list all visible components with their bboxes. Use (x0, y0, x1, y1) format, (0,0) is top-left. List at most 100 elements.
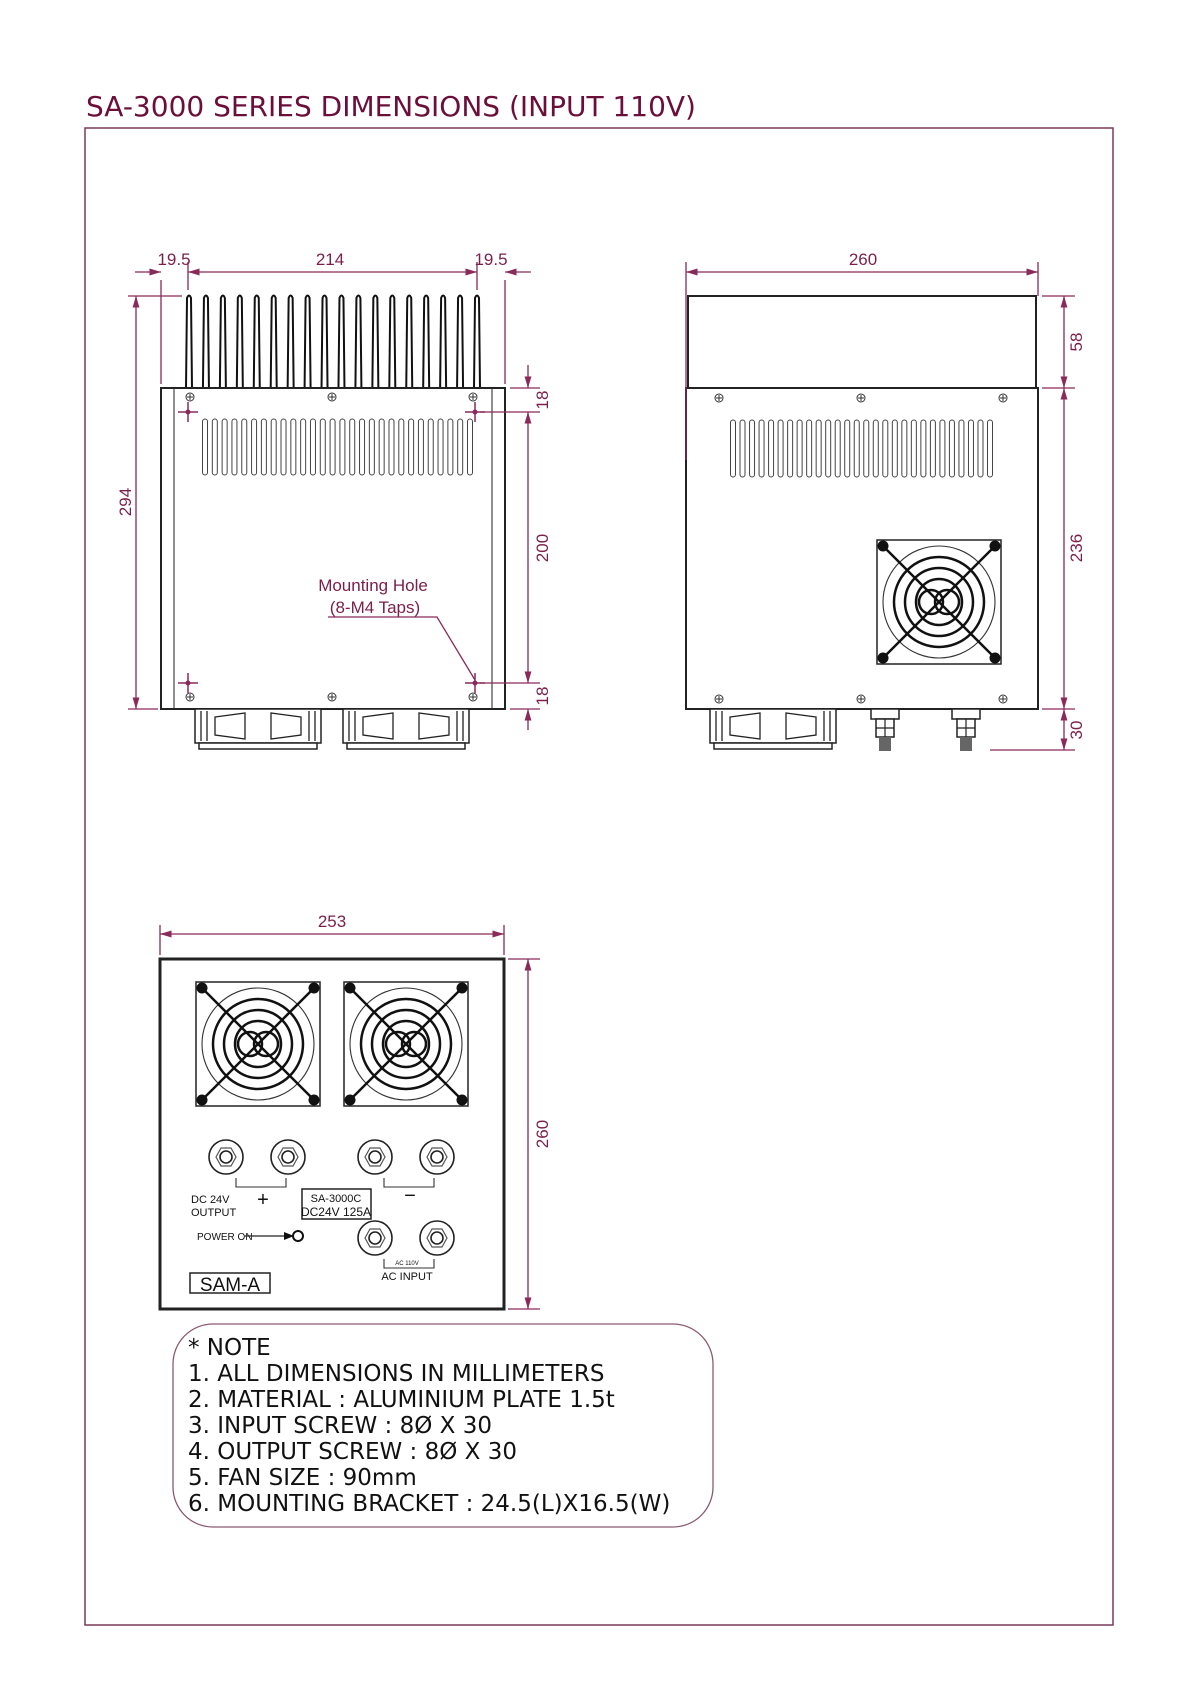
heatsink-fin (439, 294, 448, 389)
louver-slot (319, 418, 326, 476)
heatsink-fin (201, 294, 210, 389)
louver-slot (967, 419, 974, 478)
louver-slot (939, 419, 946, 478)
heatsink-fin (405, 294, 414, 389)
louver-slot (796, 419, 803, 478)
louver-slot (815, 419, 822, 478)
heatsink-fin (422, 294, 431, 389)
louver-slot (948, 419, 955, 478)
heatsink-fin (218, 294, 227, 389)
dim-bottom-offset: 18 (533, 687, 552, 706)
heatsink-fin (303, 294, 312, 389)
note-box: * NOTE 1. ALL DIMENSIONS IN MILLIMETERS … (172, 1323, 714, 1528)
louver-slot (853, 419, 860, 478)
side-view: 260 58 236 30 (685, 250, 1086, 752)
fan-grille-icon (194, 980, 322, 1108)
heatsink-fin (286, 294, 295, 389)
heatsink-block (687, 295, 1037, 389)
ac-input-label: AC INPUT (381, 1271, 433, 1283)
louver-slot (872, 419, 879, 478)
louver-slot (768, 419, 775, 478)
note-item: 1. ALL DIMENSIONS IN MILLIMETERS (188, 1361, 604, 1387)
power-led-icon (292, 1230, 304, 1242)
louver-slot (437, 418, 444, 476)
louver-slot (270, 418, 277, 476)
louver-slot (739, 419, 746, 478)
louver-slot (749, 419, 756, 478)
heatsink-fin (388, 294, 397, 389)
louver-slot (910, 419, 917, 478)
heatsink-fins (185, 294, 481, 389)
louver-slot (758, 419, 765, 478)
heatsink-fin (473, 294, 481, 389)
minus-label: − (404, 1185, 416, 1207)
louver-slot (806, 419, 813, 478)
louver-slot (300, 418, 307, 476)
dim-top-height: 58 (1067, 333, 1086, 352)
louver-slot (427, 418, 434, 476)
louver-slot (844, 419, 851, 478)
louver-slot (398, 418, 405, 476)
louver-slot (378, 418, 385, 476)
louver-slot (457, 418, 464, 476)
louver-slot (260, 418, 267, 476)
louver-slot (863, 419, 870, 478)
louver-slot (834, 419, 841, 478)
dim-front-height: 260 (533, 1120, 552, 1148)
louver-slot (388, 418, 395, 476)
vent-louvers (730, 419, 993, 478)
note-item: 2. MATERIAL : ALUMINIUM PLATE 1.5t (188, 1387, 615, 1413)
dim-hole-span: 200 (533, 534, 552, 562)
louver-slot (825, 419, 832, 478)
heatsink-fin (354, 294, 363, 389)
plus-label: + (257, 1189, 269, 1211)
louver-slot (987, 419, 993, 478)
note-item: 3. INPUT SCREW : 8Ø X 30 (188, 1413, 492, 1439)
louver-slot (368, 418, 375, 476)
dim-width: 214 (316, 250, 344, 269)
rating-label: DC24V 125A (301, 1205, 371, 1219)
heatsink-fin (371, 294, 380, 389)
power-on-label: POWER ON (197, 1232, 253, 1243)
heatsink-fin (185, 294, 193, 389)
note-item: 4. OUTPUT SCREW : 8Ø X 30 (188, 1439, 517, 1465)
note-heading: * NOTE (188, 1335, 271, 1361)
dim-body-height: 236 (1067, 534, 1086, 562)
louver-slot (309, 418, 316, 476)
page-title: SA-3000 SERIES DIMENSIONS (INPUT 110V) (86, 90, 696, 123)
dc-output-label-1: DC 24V (191, 1194, 230, 1206)
heatsink-fin (337, 294, 346, 389)
louver-slot (958, 419, 965, 478)
dc-output-label-2: OUTPUT (191, 1207, 237, 1219)
louver-slot (447, 418, 454, 476)
louver-slot (891, 419, 898, 478)
heatsink-fin (252, 294, 261, 389)
dim-bottom-height: 30 (1067, 721, 1086, 740)
louver-slot (339, 418, 346, 476)
louver-slot (202, 418, 208, 476)
louver-slot (359, 418, 366, 476)
dim-left-margin: 19.5 (157, 250, 190, 269)
model-label: SA-3000C (311, 1193, 362, 1205)
louver-slot (977, 419, 984, 478)
louver-slot (408, 418, 415, 476)
louver-slot (231, 418, 238, 476)
top-view: 19.5 214 19.5 294 18 200 18 Mounting Hol… (116, 250, 552, 750)
louver-slot (290, 418, 297, 476)
heatsink-fin (456, 294, 465, 389)
louver-slot (241, 418, 248, 476)
ac-voltage-label: AC 110V (395, 1261, 419, 1267)
heatsink-fin (320, 294, 329, 389)
note-item: 6. MOUNTING BRACKET : 24.5(L)X16.5(W) (188, 1491, 670, 1517)
louver-slot (882, 419, 889, 478)
louver-slot (920, 419, 927, 478)
dim-front-width: 253 (318, 912, 346, 931)
louver-slot (211, 418, 218, 476)
heatsink-fin (235, 294, 244, 389)
louver-slot (730, 419, 736, 478)
dim-height: 294 (116, 488, 135, 516)
brand-label: SAM-A (200, 1275, 261, 1296)
louver-slot (787, 419, 794, 478)
vent-louvers (202, 418, 473, 476)
